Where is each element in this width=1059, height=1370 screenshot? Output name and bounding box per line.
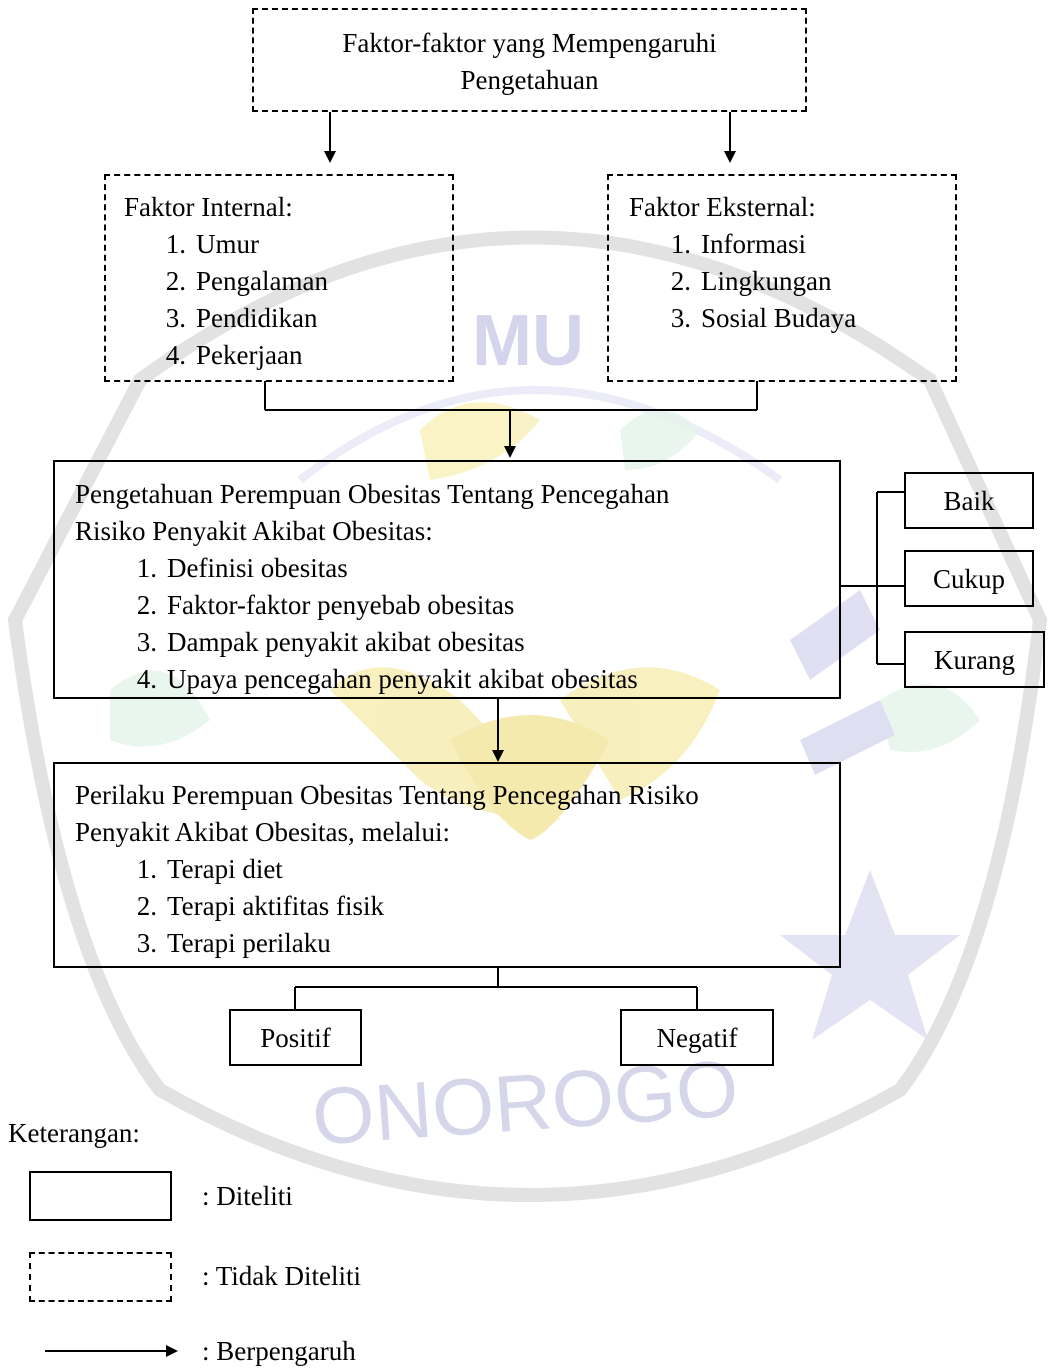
knowledge-box: Pengetahuan Perempuan Obesitas Tentang P… xyxy=(53,460,841,699)
legend-dashed-swatch xyxy=(29,1252,172,1302)
legend-influence-label: : Berpengaruh xyxy=(202,1336,356,1366)
list-item: 2.Faktor-faktor penyebab obesitas xyxy=(136,590,515,620)
list-item: 3.Terapi perilaku xyxy=(136,928,331,958)
watermark-top-text: MU xyxy=(472,301,584,381)
list-item: 3.Pendidikan xyxy=(165,303,318,333)
list-item: 1.Terapi diet xyxy=(136,854,283,884)
legend-solid-swatch xyxy=(29,1171,172,1221)
category-kurang-label: Kurang xyxy=(934,645,1015,675)
list-item: 2.Terapi aktifitas fisik xyxy=(136,891,385,921)
list-item: 3.Dampak penyakit akibat obesitas xyxy=(136,627,525,657)
external-factors-title: Faktor Eksternal: xyxy=(629,192,816,222)
external-factors-list: 1.Informasi 2.Lingkungan 3.Sosial Budaya xyxy=(649,226,955,337)
behavior-box: Perilaku Perempuan Obesitas Tentang Penc… xyxy=(53,762,841,968)
legend-studied-label: : Diteliti xyxy=(202,1181,293,1211)
behavior-title-line1: Perilaku Perempuan Obesitas Tentang Penc… xyxy=(75,780,699,810)
internal-factors-box: Faktor Internal: 1.Umur 2.Pengalaman 3.P… xyxy=(104,174,454,382)
knowledge-title-line2: Risiko Penyakit Akibat Obesitas: xyxy=(75,516,433,546)
list-item: 2.Lingkungan xyxy=(670,266,832,296)
list-item: 1.Definisi obesitas xyxy=(136,553,348,583)
category-cukup-box: Cukup xyxy=(904,550,1034,607)
outcome-positif-label: Positif xyxy=(260,1023,331,1053)
list-item: 2.Pengalaman xyxy=(165,266,328,296)
seal-emblem xyxy=(110,402,980,1040)
list-item: 1.Informasi xyxy=(670,229,806,259)
behavior-list: 1.Terapi diet 2.Terapi aktifitas fisik 3… xyxy=(115,851,839,962)
outcome-negatif-label: Negatif xyxy=(656,1023,738,1053)
list-item: 4.Upaya pencegahan penyakit akibat obesi… xyxy=(136,664,638,694)
category-cukup-label: Cukup xyxy=(932,564,1005,594)
legend-title: Keterangan: xyxy=(8,1118,140,1148)
list-item: 3.Sosial Budaya xyxy=(670,303,857,333)
list-item: 4.Pekerjaan xyxy=(165,340,303,370)
knowledge-title-line1: Pengetahuan Perempuan Obesitas Tentang P… xyxy=(75,479,670,509)
category-baik-label: Baik xyxy=(943,486,995,516)
outcome-negatif-box: Negatif xyxy=(620,1009,774,1066)
factors-title-line2: Pengetahuan xyxy=(460,65,599,95)
internal-factors-list: 1.Umur 2.Pengalaman 3.Pendidikan 4.Peker… xyxy=(144,226,452,374)
factors-title-line1: Faktor-faktor yang Mempengaruhi xyxy=(342,28,717,58)
legend-not-studied-label: : Tidak Diteliti xyxy=(202,1261,362,1291)
list-item: 1.Umur xyxy=(165,229,259,259)
outcome-positif-box: Positif xyxy=(229,1009,362,1066)
external-factors-box: Faktor Eksternal: 1.Informasi 2.Lingkung… xyxy=(607,174,957,382)
knowledge-list: 1.Definisi obesitas 2.Faktor-faktor peny… xyxy=(115,550,839,698)
internal-factors-title: Faktor Internal: xyxy=(124,192,293,222)
behavior-title-line2: Penyakit Akibat Obesitas, melalui: xyxy=(75,817,450,847)
category-kurang-box: Kurang xyxy=(904,631,1045,688)
factors-box: Faktor-faktor yang Mempengaruhi Pengetah… xyxy=(252,8,807,112)
category-baik-box: Baik xyxy=(904,472,1034,529)
